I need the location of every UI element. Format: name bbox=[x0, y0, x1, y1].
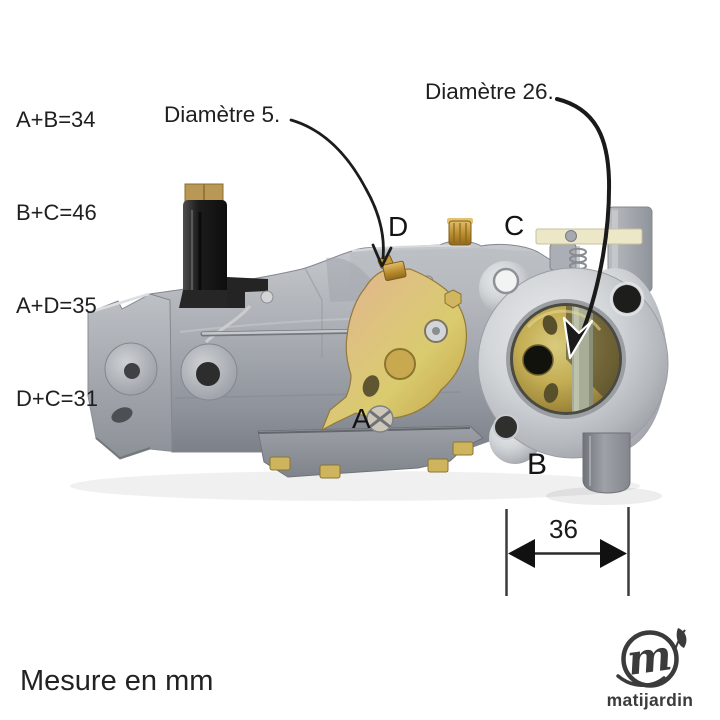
callout-diameter-26: Diamètre 26. bbox=[425, 79, 554, 104]
callout-diameter-5: Diamètre 5. bbox=[164, 102, 281, 127]
marker-d: D bbox=[388, 211, 409, 242]
logo-monogram-letter: m bbox=[624, 630, 675, 685]
width-dimension-icon bbox=[505, 507, 630, 596]
equation-line: B+C=46 bbox=[16, 200, 97, 225]
callout-arrow-5-icon bbox=[289, 118, 393, 268]
callout-arrow-26-icon bbox=[555, 97, 612, 360]
marker-b: B bbox=[527, 448, 548, 481]
equation-line: A+D=35 bbox=[16, 293, 97, 318]
logo-monogram-icon: m bbox=[616, 628, 687, 688]
marker-a: A bbox=[352, 403, 371, 434]
brand-name: matijardin bbox=[606, 690, 694, 710]
equation-line: A+B=34 bbox=[16, 107, 96, 132]
measurement-equations: A+B=34 B+C=46 A+D=35 D+C=31 bbox=[16, 42, 98, 476]
dimension-value: 36 bbox=[549, 514, 578, 544]
equation-line: D+C=31 bbox=[16, 386, 98, 411]
unit-note: Mesure en mm bbox=[20, 665, 214, 697]
brand-logo: m matijardin bbox=[592, 622, 708, 711]
marker-c: C bbox=[504, 210, 525, 241]
